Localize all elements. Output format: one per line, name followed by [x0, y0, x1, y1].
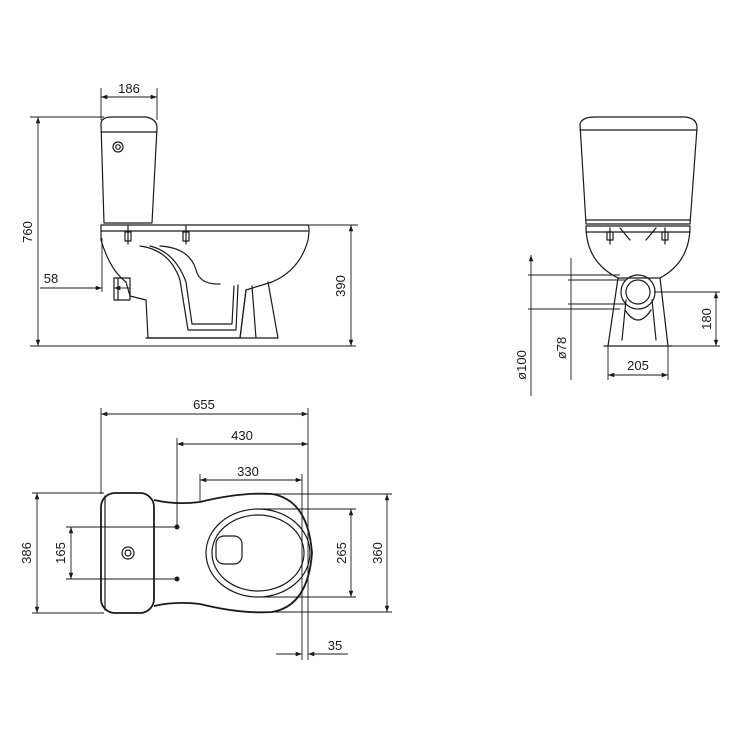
dim-330: 330 — [237, 464, 259, 479]
top-drain — [215, 535, 243, 565]
outlet-inner — [625, 279, 651, 305]
dim-180: 180 — [699, 308, 714, 330]
top-bowl — [153, 492, 313, 614]
dim-655: 655 — [193, 397, 215, 412]
dim-265: 265 — [334, 542, 349, 564]
dim-386: 386 — [19, 542, 34, 564]
dim-186: 186 — [118, 81, 140, 96]
front-view: ø100 ø78 180 205 — [514, 116, 720, 396]
side-bowl — [100, 224, 310, 339]
front-tank — [579, 116, 698, 225]
dim-430: 430 — [231, 428, 253, 443]
dim-35: 35 — [328, 638, 342, 653]
dim-d78: ø78 — [554, 337, 569, 359]
flush-button-top — [121, 546, 135, 560]
dim-165: 165 — [53, 542, 68, 564]
dim-760: 760 — [20, 221, 35, 243]
dim-390: 390 — [333, 275, 348, 297]
dim-58: 58 — [44, 271, 58, 286]
flush-button-side — [112, 141, 124, 153]
top-opening — [205, 508, 311, 598]
dim-d100: ø100 — [514, 350, 529, 380]
side-view: 186 760 58 390 — [20, 81, 358, 347]
top-view: 655 430 330 386 165 265 360 35 — [19, 397, 392, 660]
front-bowl — [585, 225, 691, 279]
top-tank — [100, 492, 155, 614]
dim-360: 360 — [370, 542, 385, 564]
side-tank — [100, 116, 158, 224]
dim-205: 205 — [627, 358, 649, 373]
